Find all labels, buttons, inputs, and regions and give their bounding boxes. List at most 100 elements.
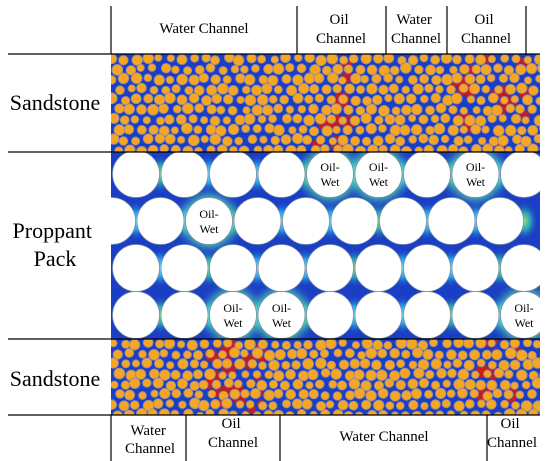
- sand-grain: [210, 55, 220, 66]
- sand-grain: [423, 144, 434, 152]
- sand-grain: [531, 357, 540, 369]
- sand-grain: [159, 143, 169, 152]
- sand-grain: [516, 82, 528, 94]
- sand-grain: [457, 350, 468, 361]
- sand-grain: [383, 54, 395, 64]
- sand-grain: [243, 74, 256, 86]
- sand-grain: [285, 105, 295, 114]
- sand-grain: [372, 339, 384, 351]
- sand-grain: [194, 146, 203, 152]
- sand-grain: [338, 116, 348, 125]
- sand-grain: [330, 103, 342, 115]
- sand-grain: [221, 397, 233, 409]
- sand-grain: [296, 408, 307, 415]
- sand-grain: [493, 367, 505, 379]
- sand-grain: [353, 387, 366, 400]
- sand-grain: [504, 146, 513, 152]
- proppant-grain: [451, 291, 500, 339]
- sand-grain: [471, 64, 482, 75]
- sand-grain: [286, 84, 298, 97]
- sand-grain: [263, 144, 274, 152]
- sand-grain: [412, 83, 424, 95]
- sand-grain: [307, 369, 319, 381]
- sand-grain: [367, 144, 379, 152]
- sand-grain: [321, 65, 332, 76]
- sand-grain: [263, 349, 276, 362]
- sand-grain: [504, 347, 517, 360]
- sand-grain: [498, 114, 508, 123]
- sand-grain: [539, 125, 540, 132]
- bottom-channel-water-2: Water Channel: [339, 429, 428, 445]
- sand-grain: [408, 135, 418, 144]
- sand-grain: [131, 136, 141, 146]
- sand-grain: [510, 94, 520, 104]
- sand-grain: [378, 124, 387, 133]
- sand-grain: [124, 144, 136, 152]
- sand-grain: [337, 380, 348, 391]
- sand-grain: [304, 54, 316, 63]
- sand-grain: [515, 64, 527, 76]
- sand-grain: [188, 92, 200, 104]
- sand-grain: [200, 116, 209, 125]
- sand-grain: [187, 134, 200, 147]
- sand-grain: [314, 93, 325, 103]
- sand-grain: [247, 359, 258, 369]
- top-sandstone-grains: [111, 54, 540, 152]
- sand-grain: [245, 400, 255, 409]
- sand-grain: [194, 65, 205, 75]
- proppant-grain: [451, 244, 500, 292]
- sand-grain: [280, 134, 292, 145]
- sand-grain: [230, 64, 240, 74]
- sand-grain: [130, 72, 143, 85]
- sand-grain: [514, 143, 525, 152]
- sand-grain: [349, 358, 361, 370]
- sand-grain: [182, 145, 194, 152]
- proppant-grain: [160, 291, 209, 339]
- sand-grain: [257, 339, 269, 350]
- sand-grain: [395, 401, 405, 411]
- sand-grain: [463, 339, 475, 349]
- oil-wet-label: Oil-: [320, 160, 339, 174]
- sand-grain: [395, 75, 404, 84]
- sand-grain: [136, 82, 147, 94]
- sand-grain: [355, 125, 365, 135]
- bottom-channel-oil-1: Oil Channel: [208, 416, 258, 451]
- sand-grain: [207, 389, 217, 399]
- sand-grain: [440, 134, 450, 144]
- sand-grain: [320, 144, 330, 152]
- sand-grain: [362, 95, 372, 106]
- sand-grain: [459, 106, 469, 115]
- sand-grain: [442, 379, 451, 388]
- sand-grain: [229, 145, 238, 152]
- sand-grain: [517, 125, 527, 136]
- sand-grain: [481, 125, 490, 134]
- sand-grain: [338, 94, 349, 105]
- sand-grain: [156, 116, 165, 126]
- sand-grain: [302, 134, 313, 145]
- sand-grain: [183, 408, 194, 415]
- sand-grain: [326, 114, 337, 124]
- sand-grain: [407, 74, 418, 85]
- proppant-grain: [112, 152, 160, 198]
- sand-grain: [117, 72, 130, 85]
- sand-grain: [264, 370, 274, 380]
- sand-grain: [188, 114, 198, 124]
- label-proppant-pack: Proppant Pack: [13, 218, 98, 271]
- sand-grain: [480, 63, 492, 76]
- sand-grain: [458, 146, 469, 152]
- sand-grain: [470, 410, 481, 415]
- sand-grain: [303, 339, 313, 350]
- sand-grain: [350, 72, 362, 85]
- proppant-grain-oil-wet: [209, 291, 257, 339]
- sand-grain: [505, 124, 517, 137]
- sand-grain: [326, 54, 339, 65]
- sand-grain: [500, 399, 510, 409]
- sand-grain: [264, 123, 275, 134]
- proppant-grain: [257, 244, 306, 292]
- sand-grain: [211, 93, 223, 104]
- sand-grain: [459, 125, 469, 134]
- sand-grain: [118, 400, 130, 412]
- bottom-channel-water-1: Water Channel: [125, 423, 175, 457]
- sand-grain: [195, 411, 205, 415]
- sand-grain: [469, 349, 481, 361]
